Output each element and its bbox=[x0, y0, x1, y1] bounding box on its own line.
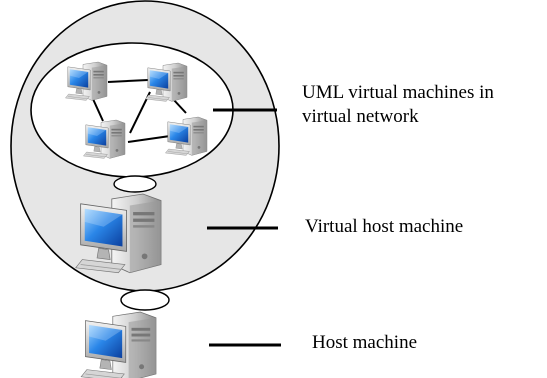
uml-label-line-1: UML virtual machines in bbox=[302, 82, 494, 103]
virtual-host-computer-icon bbox=[75, 193, 162, 274]
uml-virtual-machines-label: UML virtual machines in virtual network bbox=[302, 81, 494, 129]
uml-vm-computer-icon bbox=[165, 116, 208, 156]
connector-bubble bbox=[113, 175, 157, 193]
uml-label-line-2: virtual network bbox=[302, 106, 419, 127]
virtual-host-machine-label: Virtual host machine bbox=[305, 216, 464, 237]
host-machine-label: Host machine bbox=[312, 332, 418, 353]
uml-vm-computer-icon bbox=[145, 62, 188, 102]
host-computer-icon bbox=[80, 311, 157, 378]
connector-bubble bbox=[120, 289, 170, 311]
uml-vm-computer-icon bbox=[65, 61, 108, 101]
uml-vm-computer-icon bbox=[83, 119, 126, 159]
virtual-network-bubble bbox=[30, 42, 234, 178]
